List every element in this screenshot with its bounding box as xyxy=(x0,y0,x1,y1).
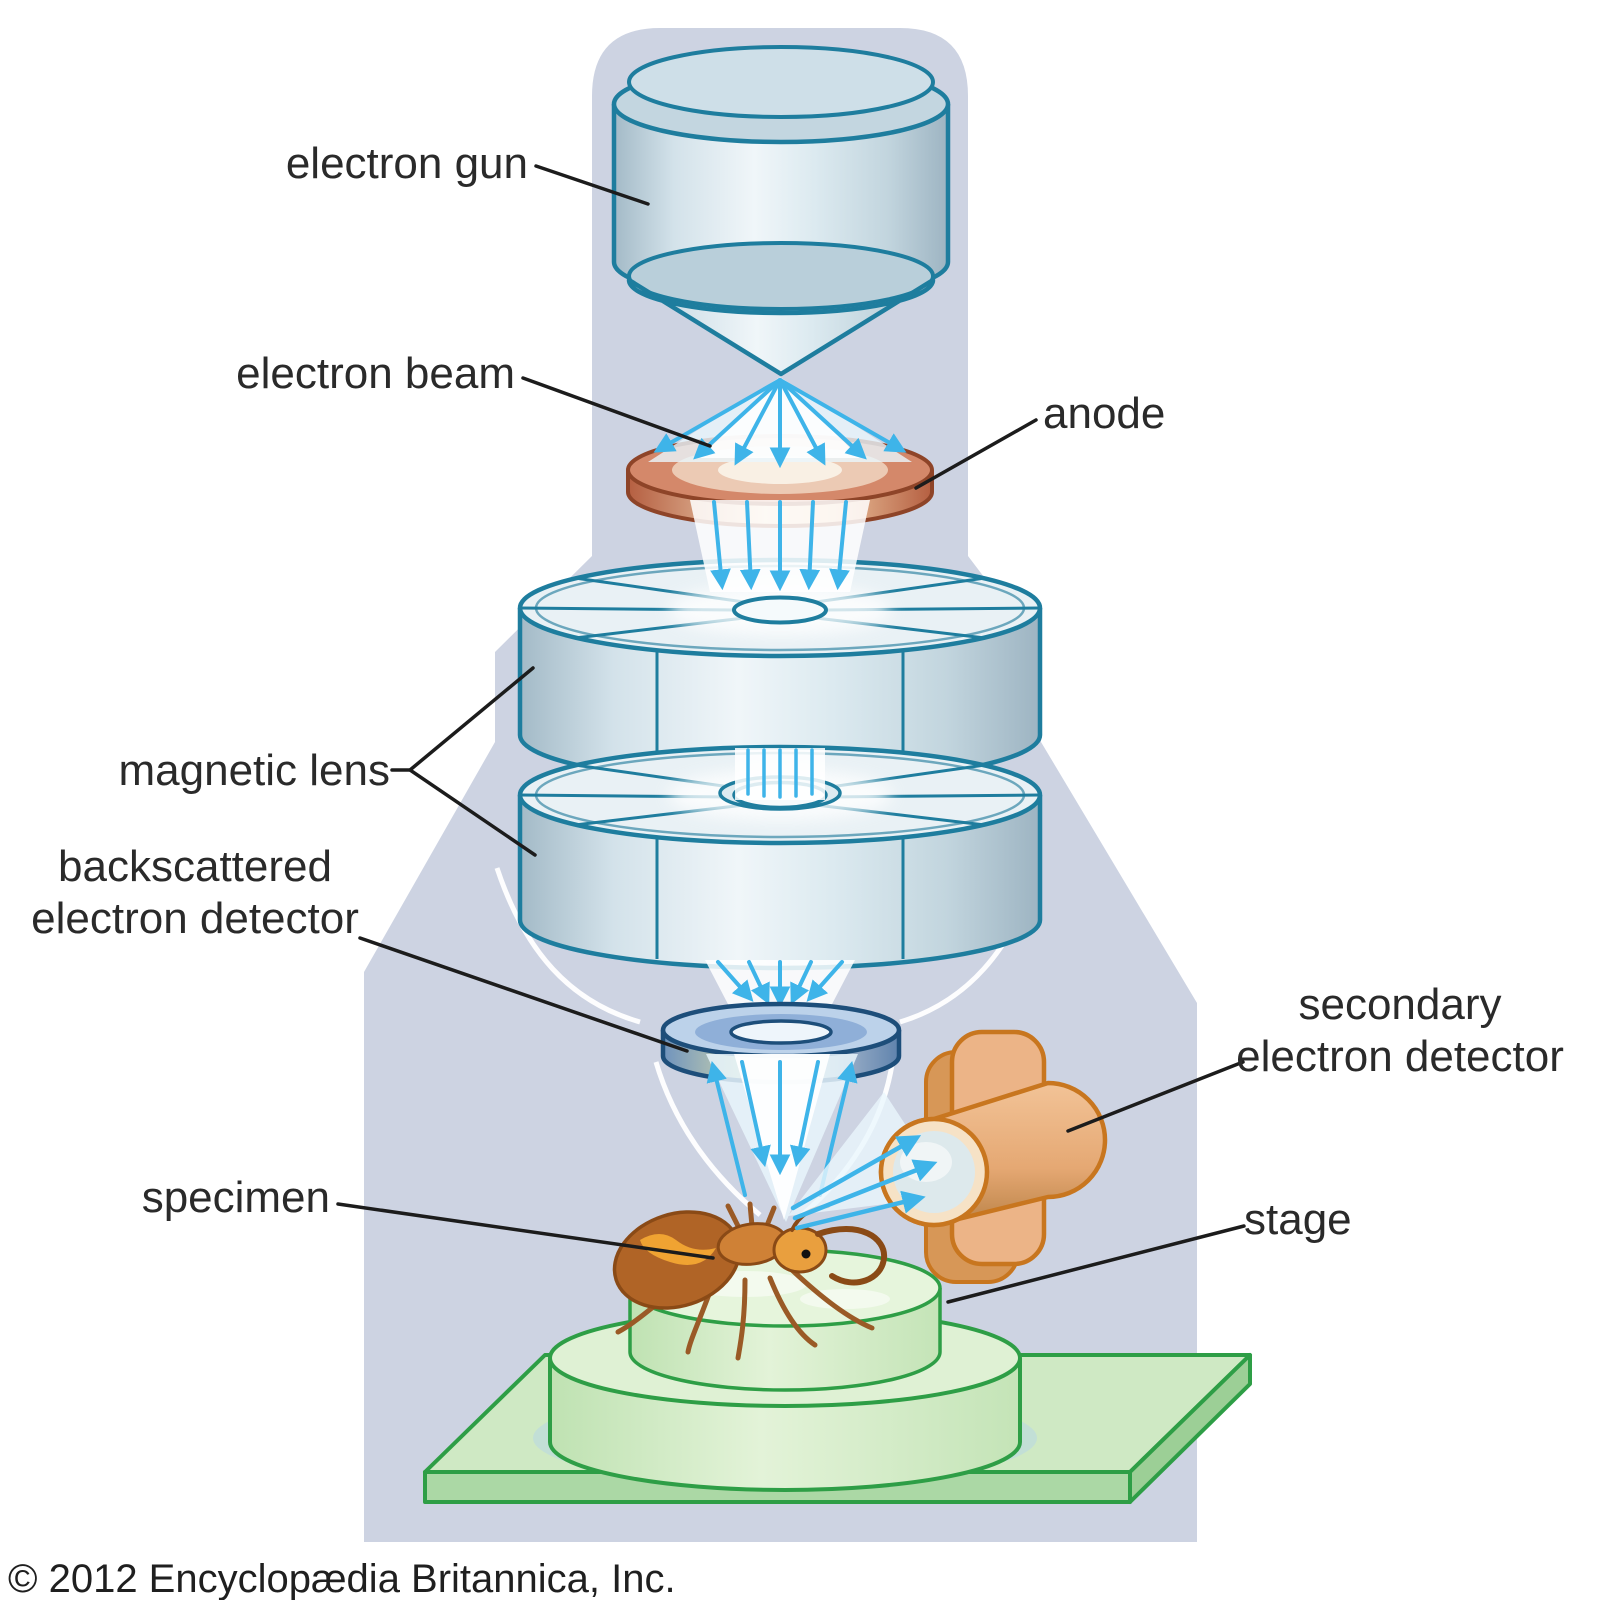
label-secondary-line1: secondary xyxy=(1298,980,1501,1029)
beam-gap-lines xyxy=(746,748,814,799)
magnetic-lens-upper xyxy=(517,557,1043,786)
electron-beam-parallel xyxy=(690,500,870,592)
beam-parallel-arrows xyxy=(710,500,850,592)
labels: electron gun electron beam anode magneti… xyxy=(31,139,1564,1244)
label-backscattered-line1: backscattered xyxy=(58,842,332,891)
label-anode: anode xyxy=(1043,389,1165,438)
ant-eye xyxy=(801,1249,811,1259)
ant-mandibles xyxy=(815,1226,888,1286)
sed-lens-highlight xyxy=(900,1142,952,1182)
beam-converge-arrows xyxy=(716,960,844,1008)
gun-cone xyxy=(626,277,936,377)
leader-stage xyxy=(946,1224,1246,1304)
leader-electron-beam xyxy=(521,376,712,448)
label-electron-beam: electron beam xyxy=(236,349,515,398)
label-stage: stage xyxy=(1244,1195,1352,1244)
electron-beam-fan xyxy=(648,377,912,469)
leader-electron-gun xyxy=(534,164,650,206)
copyright-text: © 2012 Encyclopædia Britannica, Inc. xyxy=(8,1557,676,1600)
label-secondary-line2: electron detector xyxy=(1236,1032,1564,1081)
beam-fan-arrows xyxy=(653,378,907,469)
lens1-hole xyxy=(732,595,828,625)
electron-beam-lens-gap xyxy=(735,748,825,800)
beam-specimen-arrows xyxy=(706,1060,858,1197)
leader-anode xyxy=(914,418,1038,490)
label-magnetic-lens: magnetic lens xyxy=(119,746,390,795)
leader-specimen xyxy=(336,1202,715,1260)
label-electron-gun: electron gun xyxy=(286,139,528,188)
stage-baseplate-side xyxy=(1128,1353,1252,1504)
secondary-electron-arrows xyxy=(790,1135,938,1231)
label-backscattered-line2: electron detector xyxy=(31,894,359,943)
leader-secondary xyxy=(1066,1060,1245,1133)
leader-backscattered xyxy=(358,936,689,1053)
electron-beam-converging xyxy=(705,960,855,1008)
electron-gun xyxy=(611,45,951,377)
label-specimen: specimen xyxy=(142,1173,330,1222)
gun-lid-top xyxy=(627,45,935,119)
electron-beam-to-specimen xyxy=(706,1054,858,1222)
bsd-hole xyxy=(729,1019,833,1045)
gun-bottom-lip xyxy=(627,241,935,311)
leader-lines xyxy=(336,164,1246,1304)
